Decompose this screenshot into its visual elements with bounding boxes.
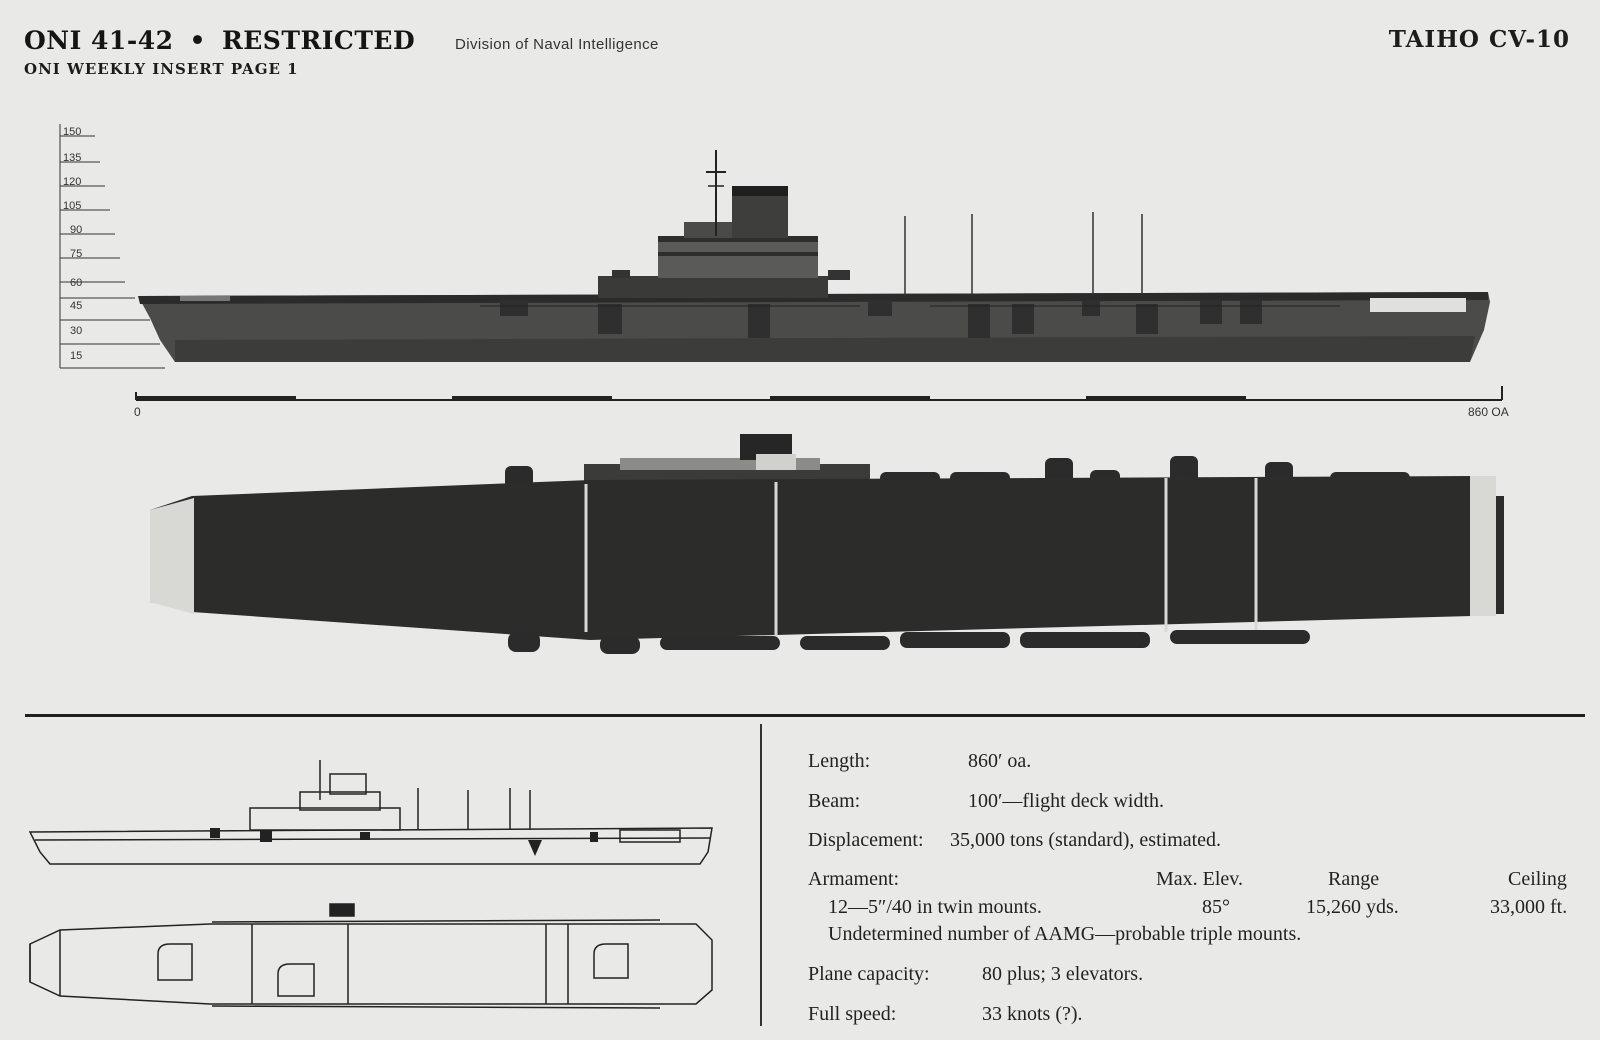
- ceiling-header: Ceiling: [1508, 868, 1567, 890]
- displacement-label: Displacement:: [808, 829, 924, 851]
- ship-name: TAIHO CV-10: [1388, 26, 1570, 53]
- height-tick-75: 75: [70, 248, 82, 260]
- small-profile-outline: [28, 760, 713, 865]
- full-speed-value: 33 knots (?).: [982, 1003, 1083, 1025]
- gun-description: 12—5″/40 in twin mounts.: [828, 896, 1042, 918]
- height-scale: [59, 124, 165, 369]
- insert-label: ONI WEEKLY INSERT PAGE 1: [24, 60, 299, 78]
- range-header: Range: [1328, 868, 1380, 890]
- document-header: ONI 41-42 • RESTRICTED: [24, 26, 415, 55]
- full-speed-label: Full speed:: [808, 1003, 897, 1025]
- division-label: Division of Naval Intelligence: [455, 36, 659, 53]
- gun-ceiling: 33,000 ft.: [1490, 896, 1568, 918]
- length-start-label: 0: [134, 405, 141, 419]
- displacement-value: 35,000 tons (standard), estimated.: [950, 829, 1222, 851]
- height-tick-90: 90: [70, 224, 82, 236]
- height-tick-30: 30: [70, 325, 82, 337]
- height-tick-105: 105: [63, 200, 81, 212]
- length-value: 860′ oa.: [968, 750, 1032, 772]
- plan-view: [150, 434, 1504, 654]
- height-tick-120: 120: [63, 176, 81, 188]
- height-tick-15: 15: [70, 350, 82, 362]
- height-tick-150: 150: [63, 126, 81, 138]
- plane-capacity-value: 80 plus; 3 elevators.: [982, 963, 1144, 985]
- classification-label: RESTRICTED: [221, 26, 416, 55]
- profile-view: [138, 150, 1490, 362]
- small-plan-outline: [29, 903, 713, 1009]
- gun-max-elev: 85°: [1202, 896, 1230, 918]
- length-scale: 0 860 OA: [134, 386, 1509, 419]
- section-divider: [25, 714, 1585, 717]
- column-divider: [760, 724, 762, 1026]
- armament-label: Armament:: [808, 868, 900, 890]
- separator-dot: •: [189, 26, 206, 55]
- max-elev-header: Max. Elev.: [1156, 868, 1244, 890]
- height-tick-135: 135: [63, 152, 81, 164]
- length-label: Length:: [808, 750, 871, 772]
- length-end-label: 860 OA: [1468, 405, 1509, 419]
- height-tick-60: 60: [70, 277, 82, 289]
- plane-capacity-label: Plane capacity:: [808, 963, 930, 985]
- beam-value: 100′—flight deck width.: [968, 790, 1165, 812]
- height-tick-45: 45: [70, 300, 82, 312]
- beam-label: Beam:: [808, 790, 861, 812]
- gun-range: 15,260 yds.: [1306, 896, 1399, 918]
- aamg-note: Undetermined number of AAMG—probable tri…: [828, 923, 1302, 945]
- doc-id: ONI 41-42: [24, 26, 174, 55]
